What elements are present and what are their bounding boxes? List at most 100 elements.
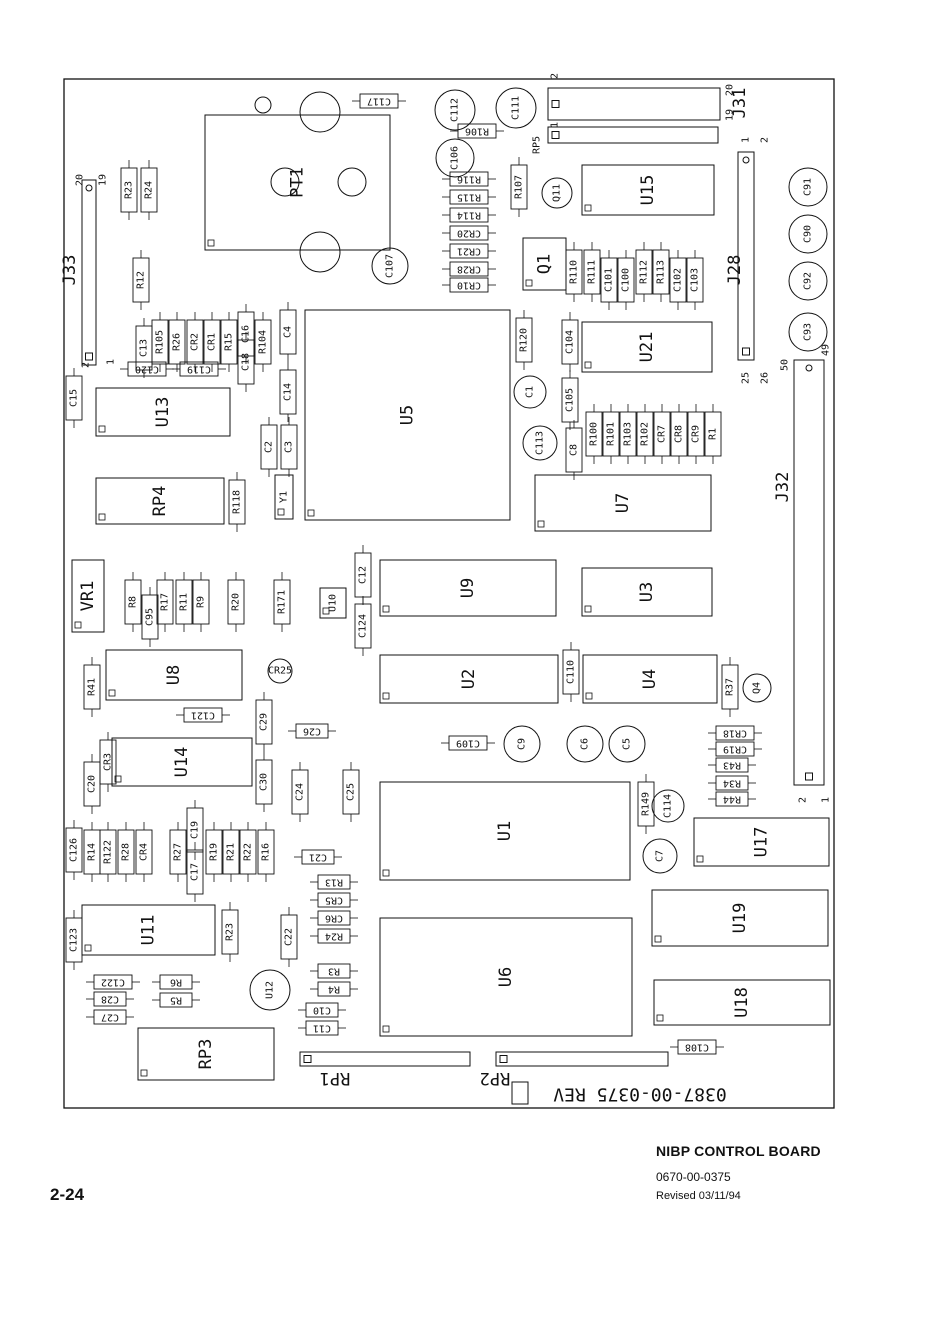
component-cr10 — [442, 277, 496, 293]
component-r41 — [83, 657, 101, 717]
label-c6: C6 — [580, 738, 591, 750]
label-c26: C26 — [303, 726, 321, 737]
label-c100: C100 — [621, 268, 632, 292]
component-r6 — [152, 974, 200, 990]
label-r9: R9 — [196, 596, 207, 608]
label-r16: R16 — [261, 843, 272, 861]
label-c101: C101 — [604, 268, 615, 292]
label-c30: C30 — [259, 773, 270, 791]
label-c114: C114 — [663, 794, 674, 818]
label-r3: R3 — [328, 966, 340, 977]
label-c18: C18 — [241, 353, 252, 371]
component-c14 — [279, 362, 297, 422]
board-title: NIBP CONTROL BOARD — [656, 1143, 821, 1159]
component-c101 — [600, 250, 618, 310]
label-25: 25 — [741, 372, 752, 384]
label-c17: C17 — [190, 863, 201, 881]
component-c90 — [788, 214, 828, 254]
component-u8 — [105, 649, 243, 701]
label-u4: U4 — [640, 669, 660, 689]
label-49: 49 — [821, 344, 832, 356]
label-r1: R1 — [708, 428, 719, 440]
component-cr7 — [653, 404, 671, 464]
component-r111 — [583, 242, 601, 302]
component-rp4 — [95, 477, 225, 525]
label-r5: R5 — [170, 995, 182, 1006]
component-r113 — [652, 242, 670, 302]
label-c108: C108 — [685, 1042, 709, 1053]
board-part-number: 0670-00-0375 — [656, 1170, 731, 1184]
component-c113 — [522, 425, 558, 461]
component-c119 — [172, 361, 226, 377]
label-r11: R11 — [179, 593, 190, 611]
component-r110 — [565, 242, 583, 302]
component-r104 — [254, 312, 272, 372]
label-r104: R104 — [258, 330, 269, 354]
label-c9: C9 — [517, 738, 528, 750]
label-c15: C15 — [69, 389, 80, 407]
component-cr20 — [442, 225, 496, 241]
label-r106: R106 — [465, 126, 489, 137]
label-c93: C93 — [803, 323, 814, 341]
label-cr20: CR20 — [457, 228, 481, 239]
component-c2 — [260, 417, 278, 477]
component-u6 — [379, 917, 633, 1037]
component-r106 — [450, 123, 504, 139]
board-marking: 0387-00-0375 REV — [553, 1084, 727, 1105]
component-r12 — [132, 250, 150, 310]
label-j31: J31 — [730, 88, 750, 119]
label-cr25: CR25 — [268, 666, 292, 677]
component-r103 — [619, 404, 637, 464]
label-cr4: CR4 — [139, 843, 150, 861]
component-r105 — [151, 312, 169, 372]
label-1: 1 — [821, 797, 832, 803]
page-number: 2-24 — [50, 1185, 85, 1204]
component-q4 — [742, 673, 772, 703]
label-cr6: CR6 — [325, 913, 343, 924]
label-c4: C4 — [283, 326, 294, 338]
label-c11: C11 — [313, 1023, 331, 1034]
label-c91: C91 — [803, 178, 814, 196]
component-c11 — [298, 1020, 346, 1036]
board-marking-box — [511, 1081, 529, 1105]
label-c121: C121 — [191, 710, 215, 721]
label-r37: R37 — [725, 678, 736, 696]
label-u3: U3 — [637, 582, 657, 602]
component-cr25 — [267, 658, 293, 684]
label-c24: C24 — [295, 783, 306, 801]
label-r13: R13 — [325, 877, 343, 888]
component-q11 — [541, 177, 573, 209]
component-u7 — [534, 474, 712, 532]
component-c24 — [291, 762, 309, 822]
label-c102: C102 — [673, 268, 684, 292]
label-c117: C117 — [367, 96, 391, 107]
label-c95: C95 — [145, 608, 156, 626]
label-c25: C25 — [346, 783, 357, 801]
label-u15: U15 — [638, 175, 658, 206]
label-cr28: CR28 — [457, 264, 481, 275]
label-c28: C28 — [101, 994, 119, 1005]
label-j32: J32 — [773, 472, 793, 503]
component-cr21 — [442, 243, 496, 259]
component-r34 — [708, 775, 756, 791]
label-c1: C1 — [525, 386, 536, 398]
component-r116 — [442, 171, 496, 187]
component-c30 — [255, 752, 273, 812]
component-r120 — [515, 310, 533, 370]
component-r11 — [175, 572, 193, 632]
label-r107: R107 — [514, 175, 525, 199]
component-r17 — [156, 572, 174, 632]
label-u8: U8 — [164, 665, 184, 685]
component-cr6 — [310, 910, 358, 926]
label-c104: C104 — [565, 330, 576, 354]
label-c13: C13 — [139, 339, 150, 357]
label-2: 2 — [798, 797, 809, 803]
label-vr1: VR1 — [78, 581, 98, 612]
label-c109: C109 — [456, 738, 480, 749]
component-u5 — [304, 309, 511, 521]
component-r1 — [704, 404, 722, 464]
label-r120: R120 — [519, 328, 530, 352]
label-j28: J28 — [725, 255, 745, 286]
component-r9 — [192, 572, 210, 632]
component-c17 — [186, 842, 204, 902]
